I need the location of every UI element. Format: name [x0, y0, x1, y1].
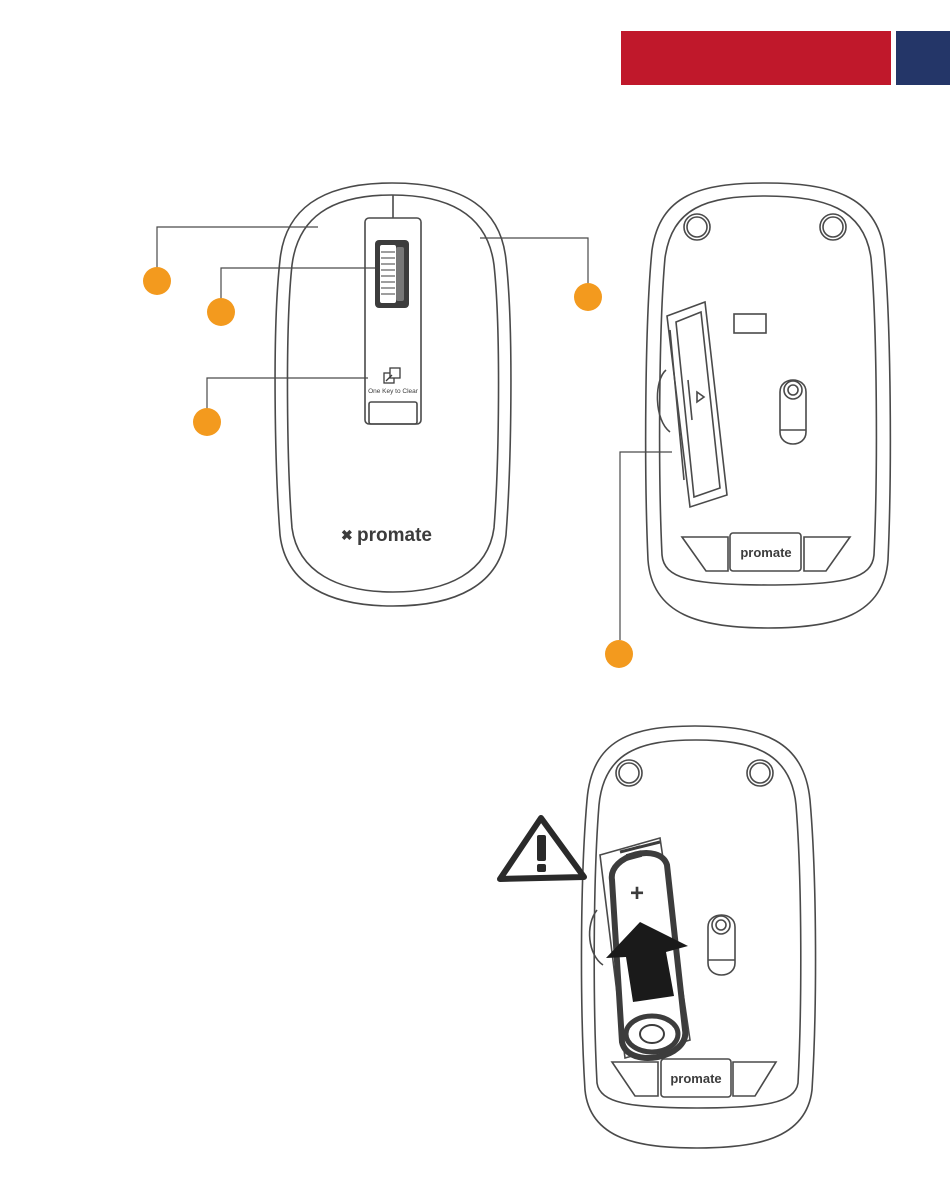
callout-battery-compartment	[605, 640, 633, 668]
battery-polarity-mark: +	[630, 880, 644, 907]
callout-scroll-wheel	[207, 298, 235, 326]
brand-top: promate	[357, 525, 432, 546]
callout-right-button	[574, 283, 602, 311]
callout-one-key-clear	[193, 408, 221, 436]
mouse-bottom-view	[646, 183, 891, 628]
callout-left-button	[143, 267, 171, 295]
brand-logo-icon: ✖	[341, 527, 353, 543]
warning-icon	[500, 818, 584, 879]
scroll-wheel-icon	[375, 240, 409, 308]
brand-bottom: promate	[740, 545, 791, 560]
one-key-clear-icon	[384, 368, 400, 383]
svg-text:✖: ✖	[341, 527, 353, 543]
brand-battery-view: promate	[670, 1071, 721, 1086]
clear-button-label: One Key to Clear	[368, 388, 419, 395]
